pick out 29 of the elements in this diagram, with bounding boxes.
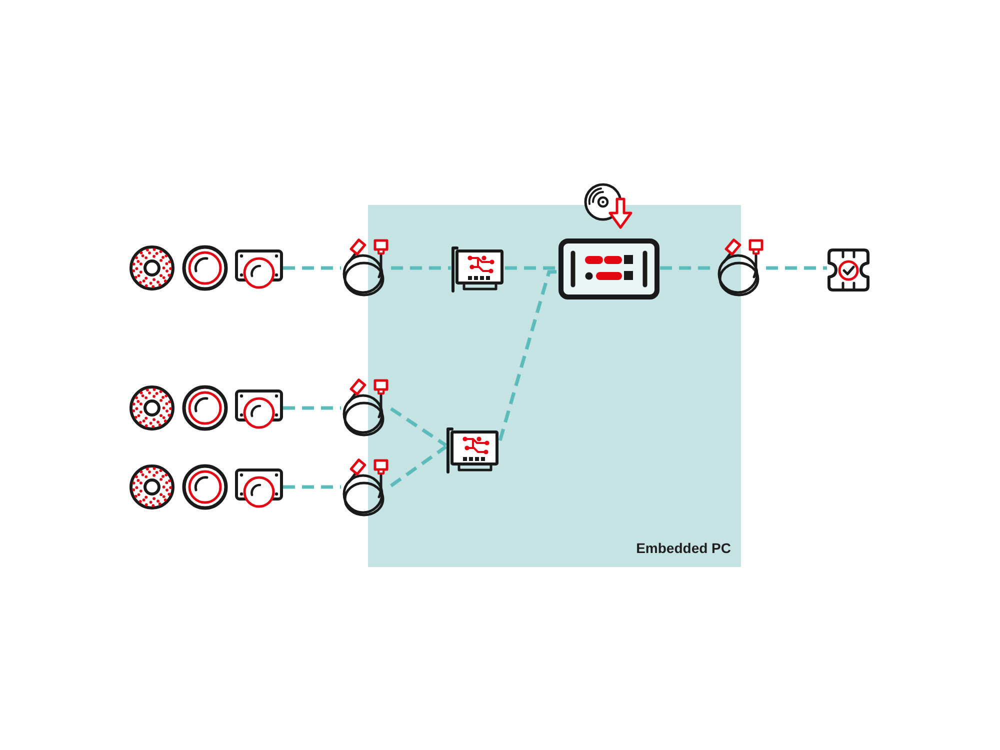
ring-light-icon	[129, 385, 175, 431]
dashed-connector	[498, 270, 558, 441]
check-icon	[827, 248, 870, 292]
cable-icon	[716, 238, 766, 298]
lens-icon	[182, 464, 228, 510]
dashed-connector	[766, 266, 827, 270]
circuit-card-icon	[451, 245, 505, 293]
dashed-connector	[283, 485, 341, 489]
circuit-card-icon	[446, 426, 500, 474]
camera-icon	[235, 468, 283, 509]
dashed-connector	[505, 266, 558, 270]
enclosure-panel	[368, 205, 741, 567]
camera-icon	[235, 389, 283, 430]
dashed-connector	[391, 266, 451, 270]
cable-icon	[341, 378, 391, 438]
disc-download-icon	[584, 182, 634, 230]
dashed-connector	[390, 407, 447, 447]
ring-light-icon	[129, 464, 175, 510]
dashed-connector	[283, 266, 341, 270]
lens-icon	[182, 245, 228, 291]
cable-icon	[341, 238, 391, 298]
dashed-connector	[283, 406, 341, 410]
lens-icon	[182, 385, 228, 431]
panel-label: Embedded PC	[636, 540, 731, 556]
camera-icon	[235, 249, 283, 290]
cable-icon	[341, 458, 391, 518]
dashed-connector	[390, 445, 448, 488]
computer-icon	[558, 238, 660, 300]
ring-light-icon	[129, 245, 175, 291]
